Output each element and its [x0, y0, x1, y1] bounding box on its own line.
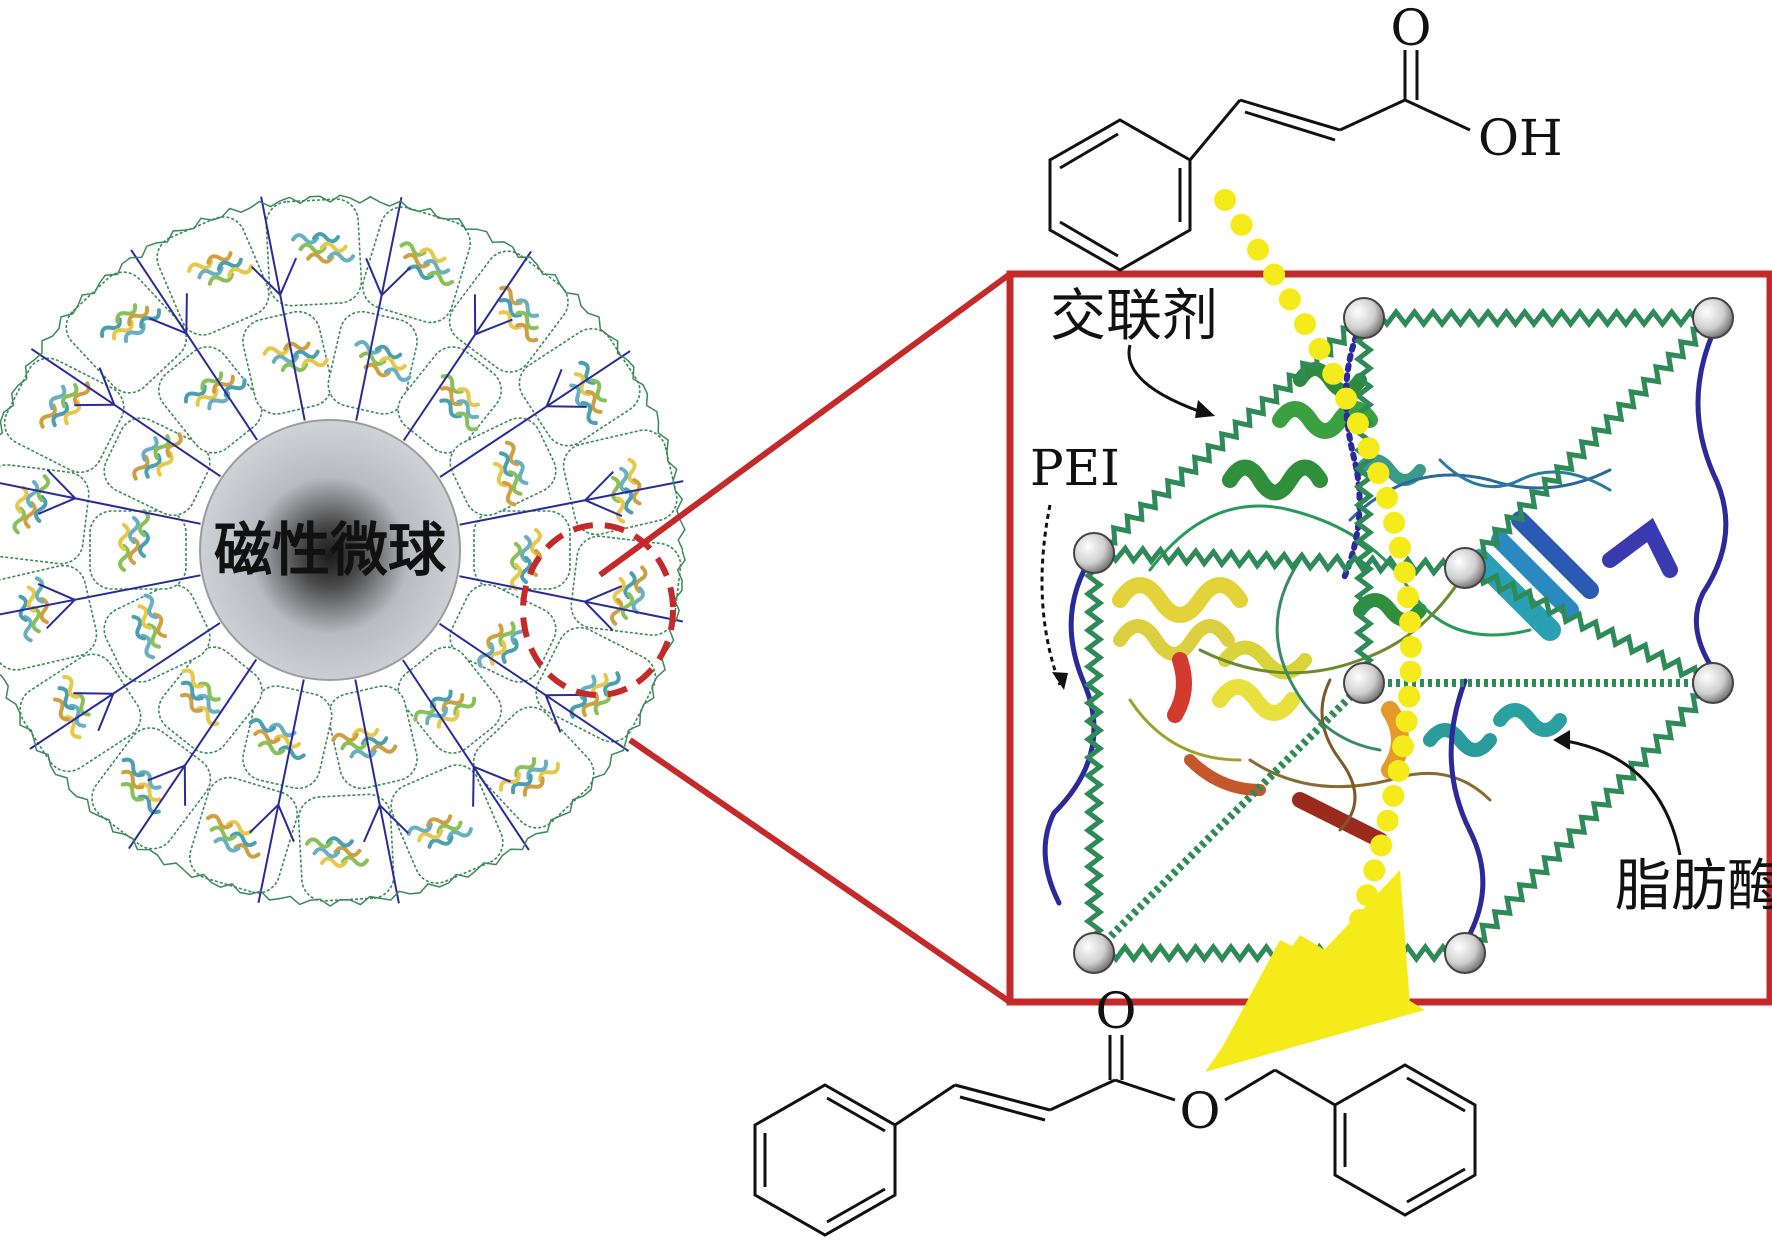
enzyme-cell	[327, 685, 418, 790]
pei-pointer-arrow	[1040, 504, 1062, 686]
enzyme-cell	[449, 417, 557, 517]
diffusion-dot	[1387, 760, 1410, 782]
zoom-highlight-circle	[520, 522, 676, 698]
node-sphere-icon	[1692, 297, 1734, 339]
diffusion-dot	[1230, 213, 1253, 236]
diffusion-dot	[1400, 635, 1422, 658]
diffusion-dot	[1214, 189, 1236, 211]
enzyme-cell	[397, 646, 503, 754]
diffusion-dot	[1399, 611, 1422, 634]
diffusion-dot	[1370, 834, 1393, 857]
enzyme-cell	[362, 206, 471, 324]
yellow-arrow-head	[1210, 870, 1410, 1070]
enzyme-cell	[397, 346, 503, 454]
diffusion-dot	[1294, 313, 1316, 336]
reactant-hydroxyl: OH	[1478, 109, 1563, 167]
diffusion-dot	[1392, 735, 1415, 758]
lipase-pointer-arrow	[1559, 738, 1682, 856]
diffusion-dot	[1382, 784, 1405, 807]
diffusion-dot	[1389, 536, 1411, 559]
crosslinker-label: 交联剂	[1050, 284, 1218, 349]
enzyme-cell	[157, 346, 263, 454]
crosslinker-dotted-links	[1091, 679, 1713, 956]
diffusion-dot	[1367, 462, 1390, 485]
reactant-carbonyl-oxygen: O	[1391, 0, 1432, 57]
crosslinker-wave	[1353, 316, 1375, 685]
cinnamic-acid-structure	[1048, 50, 1471, 272]
diffusion-dot	[1397, 586, 1419, 609]
node-sphere-icon	[1444, 932, 1486, 974]
enzyme-cell	[570, 535, 682, 636]
enzyme-cell	[518, 327, 641, 447]
diffusion-dot	[1395, 710, 1418, 733]
outer-boundary	[0, 194, 686, 907]
benzyl-cinnamate-structure	[753, 1035, 1477, 1237]
diffusion-dot	[1263, 263, 1286, 286]
substrate-diffusion-path	[1214, 189, 1422, 931]
lipase-label: 脂肪酶	[1615, 854, 1772, 919]
crosslinker-wave	[1464, 313, 1714, 573]
crosslinker-waves	[1083, 307, 1716, 964]
enzyme-cell	[327, 310, 418, 415]
enzyme-cell	[89, 509, 187, 590]
diffusion-dot	[1308, 338, 1331, 360]
node-sphere-icon	[1343, 297, 1385, 339]
product-carbonyl-oxygen: O	[1096, 982, 1137, 1040]
enzyme-cell	[157, 646, 263, 754]
enzyme-cell	[297, 793, 395, 902]
enzyme-cell	[562, 429, 678, 536]
enzyme-cell	[265, 198, 363, 307]
enzyme-cell	[472, 706, 595, 829]
diffusion-dot	[1375, 486, 1398, 509]
diffusion-dot	[1247, 238, 1269, 261]
enzyme-cell	[189, 776, 298, 894]
enzyme-cell	[65, 271, 188, 394]
diffusion-dot	[1363, 859, 1386, 882]
diffusion-dot	[1383, 511, 1406, 534]
crosslinker-pointer-arrow	[1127, 344, 1211, 417]
diffusion-dot	[1393, 561, 1416, 584]
diffusion-dot	[1346, 412, 1369, 435]
microsphere-assembly	[0, 194, 686, 907]
diffusion-dot	[1278, 288, 1301, 311]
pei-label: PEI	[1030, 439, 1120, 497]
crosslinker-wave	[1464, 679, 1714, 957]
diffusion-dot	[1399, 660, 1422, 683]
node-sphere-icon	[1692, 662, 1734, 704]
magnetic-core-sphere-icon	[199, 419, 461, 681]
node-sphere-icon	[1444, 547, 1486, 589]
enzyme-cell	[473, 510, 571, 591]
diffusion-dot	[1398, 685, 1421, 708]
node-sphere-icon	[1073, 932, 1115, 974]
diffusion-dot	[1322, 362, 1345, 385]
enzyme-cell	[156, 216, 270, 336]
zoom-connector-lower	[628, 737, 1012, 1005]
crosslinker-wave	[1462, 564, 1716, 687]
pei-branches	[0, 196, 684, 904]
enzyme-cell	[535, 626, 657, 743]
node-sphere-icon	[1073, 532, 1115, 574]
magnetic-microsphere-label: 磁性微球	[214, 516, 447, 584]
enzyme-cell	[103, 583, 211, 683]
enzyme-cell	[19, 653, 142, 773]
product-ester-oxygen: O	[1180, 1082, 1221, 1140]
crosslinker-wave	[1083, 551, 1105, 955]
diffusion-dot	[1357, 437, 1380, 460]
diffusion-dot	[1335, 387, 1358, 410]
diffusion-dot	[1376, 809, 1399, 832]
enzyme-cell	[449, 583, 557, 683]
enzyme-cell	[448, 250, 569, 373]
enzyme-cell	[390, 764, 504, 884]
enzyme-cell	[3, 357, 125, 474]
node-spheres	[1073, 297, 1734, 974]
enzyme-cell	[242, 685, 333, 790]
enzyme-cell	[0, 464, 90, 565]
zoom-connector-upper	[598, 271, 1012, 578]
crosslinker-wave	[1362, 307, 1715, 329]
node-sphere-icon	[1343, 662, 1385, 704]
